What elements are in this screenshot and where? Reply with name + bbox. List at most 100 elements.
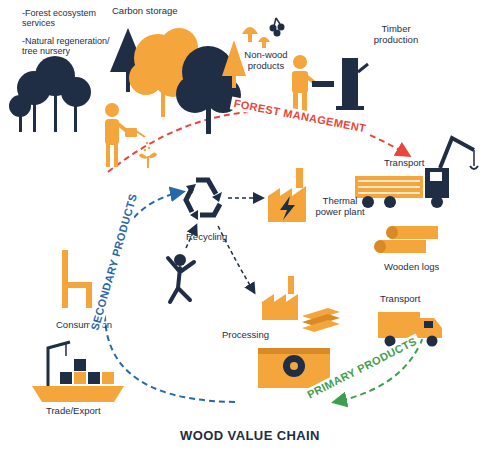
- mushrooms-berries-part: [262, 42, 266, 48]
- log-truck-part: [355, 176, 423, 198]
- tree-cluster: [9, 56, 91, 132]
- gardener-figure-part: [148, 147, 150, 149]
- gardener-figure-part: [139, 153, 148, 158]
- wooden-logs: [374, 226, 438, 253]
- tree-stump: [336, 58, 368, 110]
- power-plant: [268, 168, 306, 222]
- stage-label: Transport: [384, 158, 444, 169]
- carbon-trees-part: [232, 76, 236, 88]
- mushrooms-berries-part: [248, 34, 252, 42]
- processing-plant-part: [258, 348, 330, 354]
- delivery-truck-part: [424, 321, 433, 328]
- recycle-arrow: [228, 197, 262, 199]
- section-label: SECONDARY PRODUCTS: [88, 189, 141, 334]
- processing-plant-part: [288, 276, 294, 294]
- stage-label: -Forest ecosystem services: [22, 8, 117, 29]
- wooden-logs-part: [386, 226, 398, 239]
- chair-icon: [62, 250, 92, 308]
- mushrooms-berries-part: [258, 37, 270, 42]
- stage-label: -Natural regeneration/ tree nursery: [22, 36, 127, 57]
- wooden-logs-part: [392, 226, 438, 239]
- cargo-ship-part: [60, 372, 72, 384]
- gardener-figure-part: [144, 149, 146, 151]
- recycling-symbol-part: [200, 204, 220, 215]
- gardener-figure-part: [105, 119, 119, 145]
- log-truck-part: [358, 192, 420, 194]
- consumer-figure: [168, 254, 194, 302]
- stage-label: Thermal power plant: [312, 196, 368, 218]
- cargo-ship-part: [74, 372, 86, 384]
- chair-icon-part: [86, 286, 92, 308]
- diagram-title: WOOD VALUE CHAIN: [177, 429, 323, 444]
- stage-label: Non-wood products: [236, 50, 296, 72]
- logger-figure-part: [292, 71, 308, 93]
- gardener-figure-part: [148, 152, 157, 158]
- log-truck-part: [425, 168, 449, 198]
- cargo-ship-part: [74, 359, 86, 371]
- gardener-figure-part: [106, 143, 110, 167]
- consumer-figure-part: [168, 258, 194, 302]
- tree-stump-part: [358, 64, 368, 72]
- tree-cluster-part: [74, 104, 77, 132]
- mushrooms-berries: [242, 18, 285, 48]
- recycling-symbol-part: [212, 192, 222, 202]
- power-plant-part: [268, 186, 306, 222]
- stage-label: Timber production: [366, 24, 426, 46]
- cargo-ship-part: [48, 342, 70, 386]
- mushrooms-berries-part: [274, 30, 281, 37]
- processing-plant-part: [302, 320, 340, 332]
- delivery-truck-part: [420, 318, 442, 338]
- forest-arc: [108, 111, 408, 172]
- log-truck-part: [470, 166, 478, 169]
- log-truck-part: [358, 186, 420, 188]
- carbon-trees: [110, 28, 246, 134]
- recycling-symbol-part: [186, 184, 196, 194]
- stage-label: Recycling: [186, 232, 246, 243]
- tree-cluster-part: [61, 77, 91, 107]
- processing-plant-part: [290, 362, 298, 370]
- cargo-ship-part: [65, 344, 67, 356]
- logger-figure-part: [312, 81, 334, 87]
- stage-label: Wooden logs: [384, 262, 454, 273]
- cargo-ship-part: [32, 386, 124, 402]
- log-truck-part: [430, 172, 442, 181]
- cargo-ship-part: [102, 372, 114, 384]
- logger-figure-part: [293, 55, 307, 69]
- tree-stump-part: [336, 106, 364, 110]
- stage-label: Trade/Export: [46, 406, 126, 417]
- processing-plant: [258, 276, 340, 388]
- log-truck-part: [431, 196, 443, 208]
- gardener-figure-part: [105, 103, 119, 117]
- recycling-symbol: [186, 180, 222, 220]
- mushrooms-berries-part: [278, 24, 285, 31]
- stage-label: Carbon storage: [112, 6, 202, 17]
- gardener-figure-part: [136, 131, 145, 137]
- recycling-symbol-part: [196, 180, 216, 194]
- gardener-figure-part: [114, 143, 118, 167]
- log-truck-part: [384, 196, 396, 208]
- processing-plant-part: [283, 355, 305, 377]
- wooden-logs-part: [374, 240, 386, 253]
- log-truck-part: [358, 180, 420, 182]
- logger-figure: [292, 55, 334, 113]
- cargo-ship-part: [88, 372, 100, 384]
- gardener-figure-part: [125, 128, 137, 137]
- tree-cluster-part: [54, 92, 57, 132]
- stage-label: Transport: [380, 294, 440, 305]
- log-truck: [355, 138, 478, 208]
- log-truck-part: [440, 138, 474, 168]
- gardener-figure-part: [146, 142, 148, 144]
- tree-stump-part: [342, 58, 358, 108]
- stage-label: Processing: [222, 330, 292, 341]
- tree-cluster-part: [9, 95, 31, 117]
- mushrooms-berries-part: [242, 27, 258, 34]
- carbon-trees-part: [222, 40, 246, 76]
- power-plant-part: [296, 168, 303, 188]
- power-plant-part: [280, 196, 295, 220]
- delivery-truck-part: [427, 336, 438, 347]
- wooden-logs-part: [398, 254, 438, 255]
- chair-icon-part: [62, 250, 68, 308]
- gardener-figure: [105, 103, 157, 168]
- log-truck-part: [473, 150, 475, 166]
